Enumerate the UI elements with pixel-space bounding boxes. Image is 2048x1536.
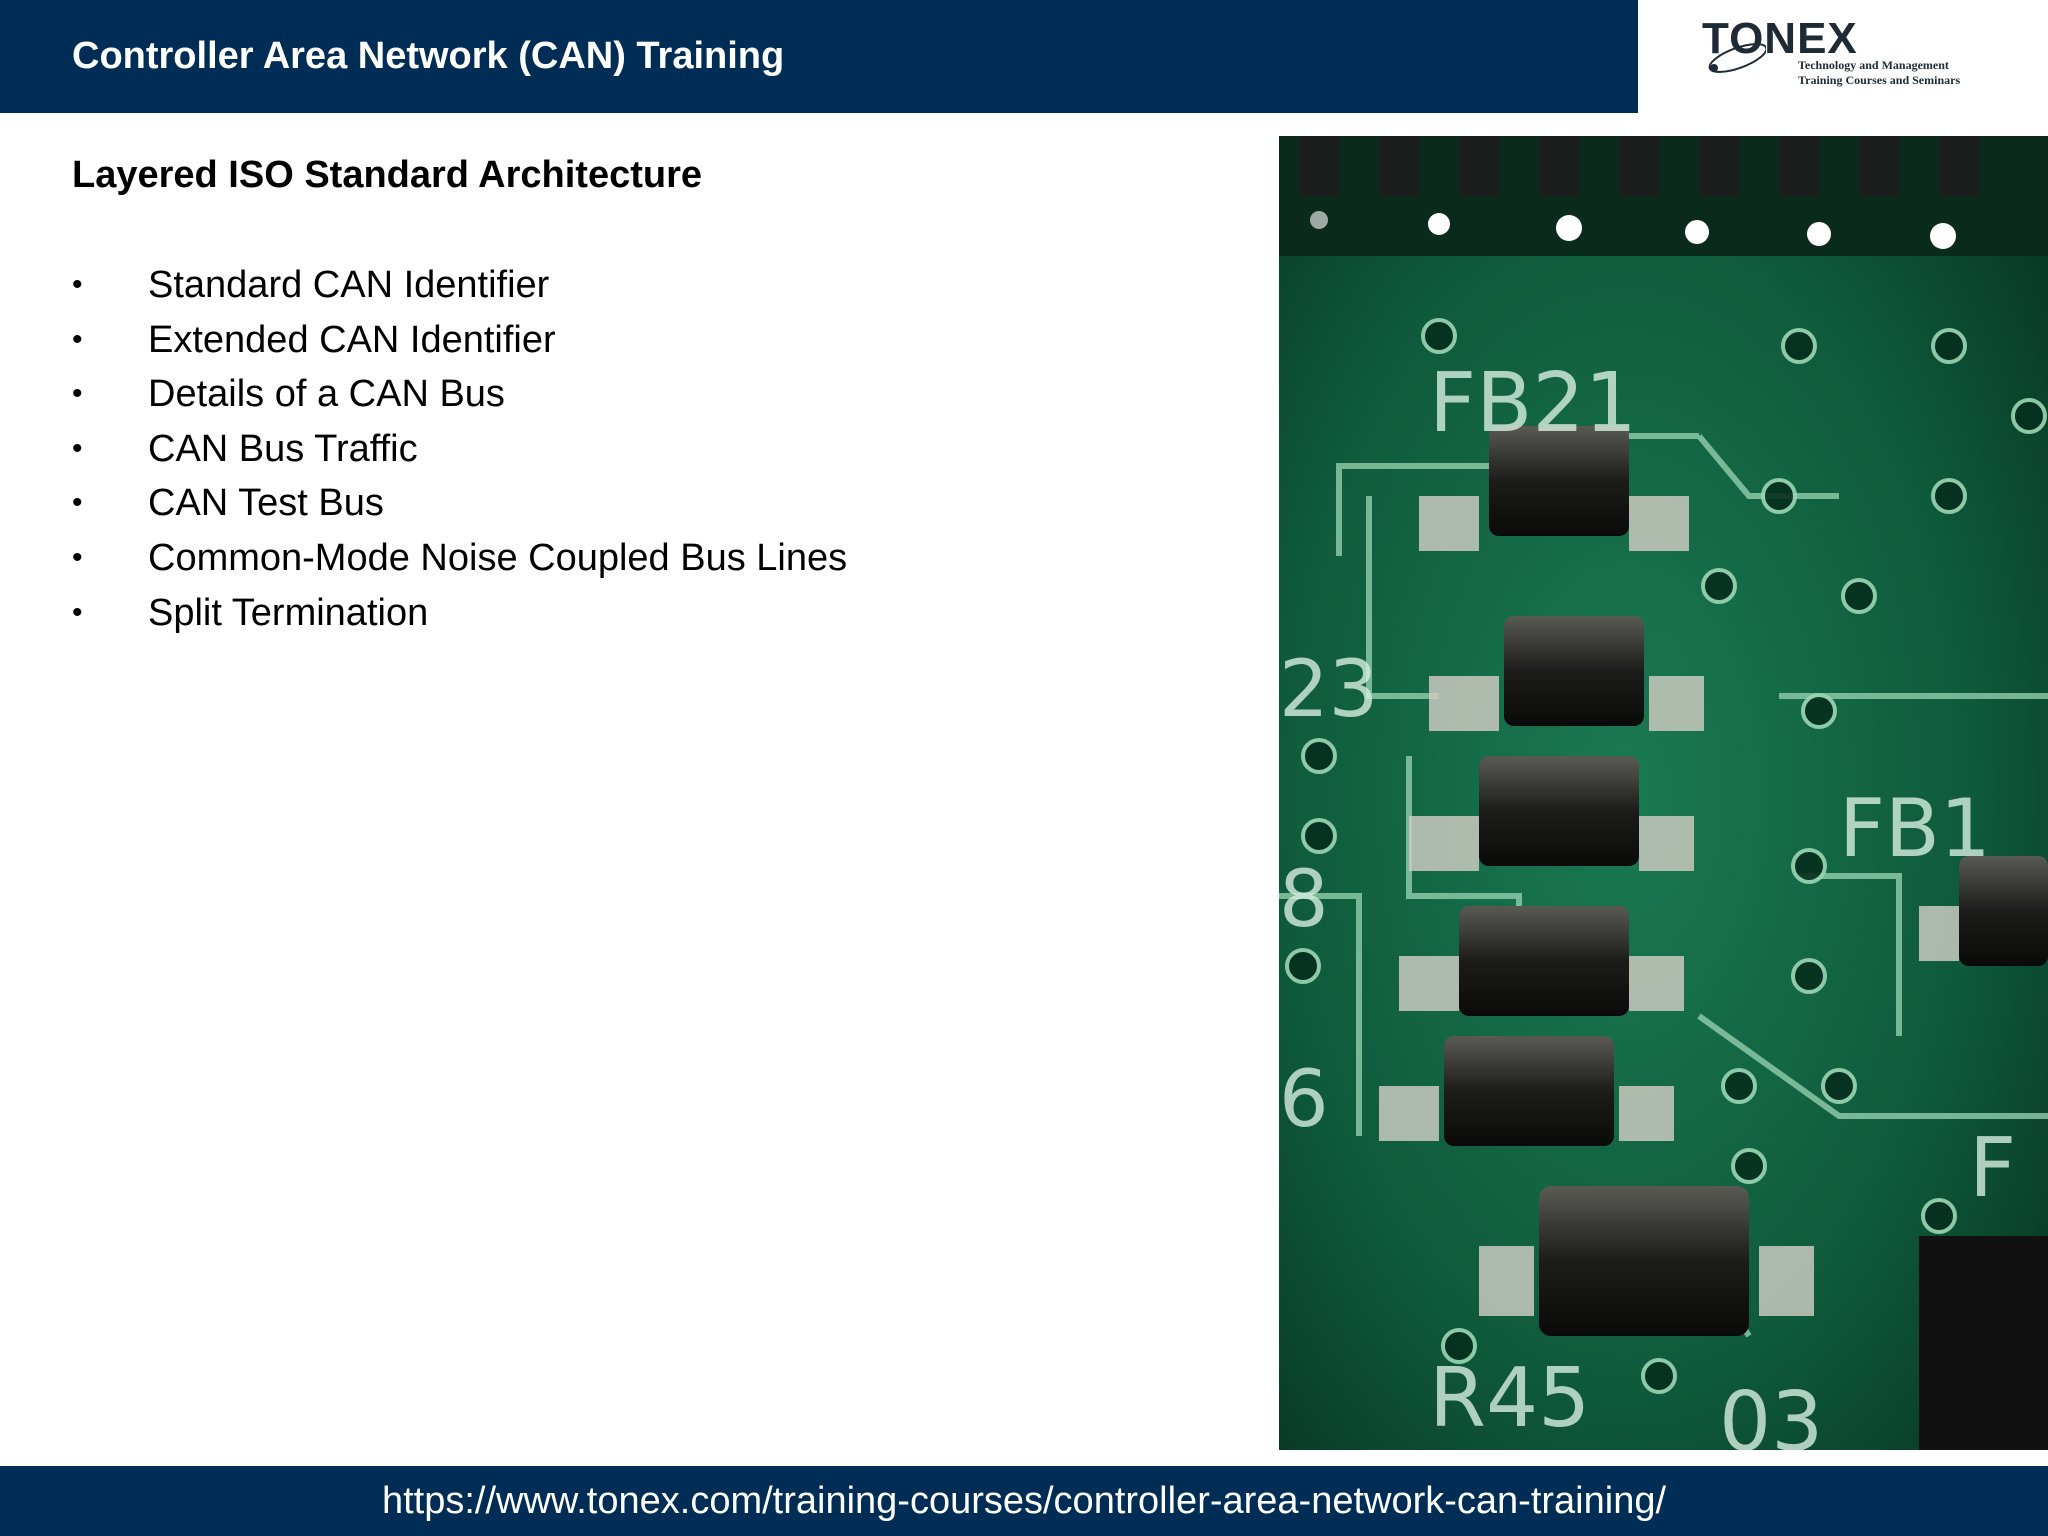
bullet-text: Split Termination	[148, 591, 429, 634]
circuit-board-illustration: FB21 23 FB1 8 6 R45 03 F	[1279, 136, 2048, 1450]
photo-label-6: 6	[1279, 1055, 1329, 1145]
section-heading: Layered ISO Standard Architecture	[72, 154, 703, 196]
circuit-board-photo: FB21 23 FB1 8 6 R45 03 F	[1279, 136, 2048, 1450]
bullet-text: CAN Test Bus	[148, 482, 384, 525]
photo-label-23: 23	[1279, 645, 1378, 735]
tonex-logo: TONEX Technology and Management Training…	[1638, 0, 2048, 113]
slide-title: Controller Area Network (CAN) Training	[72, 35, 785, 77]
bullet-text: Details of a CAN Bus	[148, 373, 505, 416]
photo-label-f: F	[1969, 1121, 2016, 1216]
photo-label-8: 8	[1279, 855, 1329, 945]
logo-tagline-line-2: Training Courses and Seminars	[1798, 73, 1961, 87]
footer-url-link[interactable]: https://www.tonex.com/training-courses/c…	[381, 1480, 1667, 1522]
photo-label-03: 03	[1719, 1375, 1823, 1450]
photo-label-fb21: FB21	[1429, 356, 1637, 451]
bullet-icon: •	[72, 431, 83, 465]
logo-tagline-line-1: Technology and Management	[1798, 58, 1949, 72]
photo-label-r45: R45	[1429, 1351, 1590, 1446]
bullet-text: Standard CAN Identifier	[148, 264, 550, 306]
bullet-icon: •	[72, 540, 83, 574]
bullet-text: Extended CAN Identifier	[148, 318, 556, 361]
footer-bar: https://www.tonex.com/training-courses/c…	[0, 1466, 2048, 1536]
logo-wordmark: TONEX	[1702, 14, 1858, 63]
bullet-icon: •	[72, 486, 83, 520]
bullet-text: Common-Mode Noise Coupled Bus Lines	[148, 536, 848, 579]
logo-orbit-icon	[1708, 43, 1766, 73]
header-bar: Controller Area Network (CAN) Training	[0, 0, 1638, 113]
bullet-icon: •	[72, 595, 83, 629]
photo-label-fb1: FB1	[1839, 782, 1991, 875]
logo-tagline: Technology and Management Training Cours…	[1798, 58, 1960, 88]
bullet-icon: •	[72, 322, 83, 356]
bullet-icon: •	[72, 268, 83, 301]
bullet-icon: •	[72, 377, 83, 411]
bullet-text: CAN Bus Traffic	[148, 427, 418, 470]
